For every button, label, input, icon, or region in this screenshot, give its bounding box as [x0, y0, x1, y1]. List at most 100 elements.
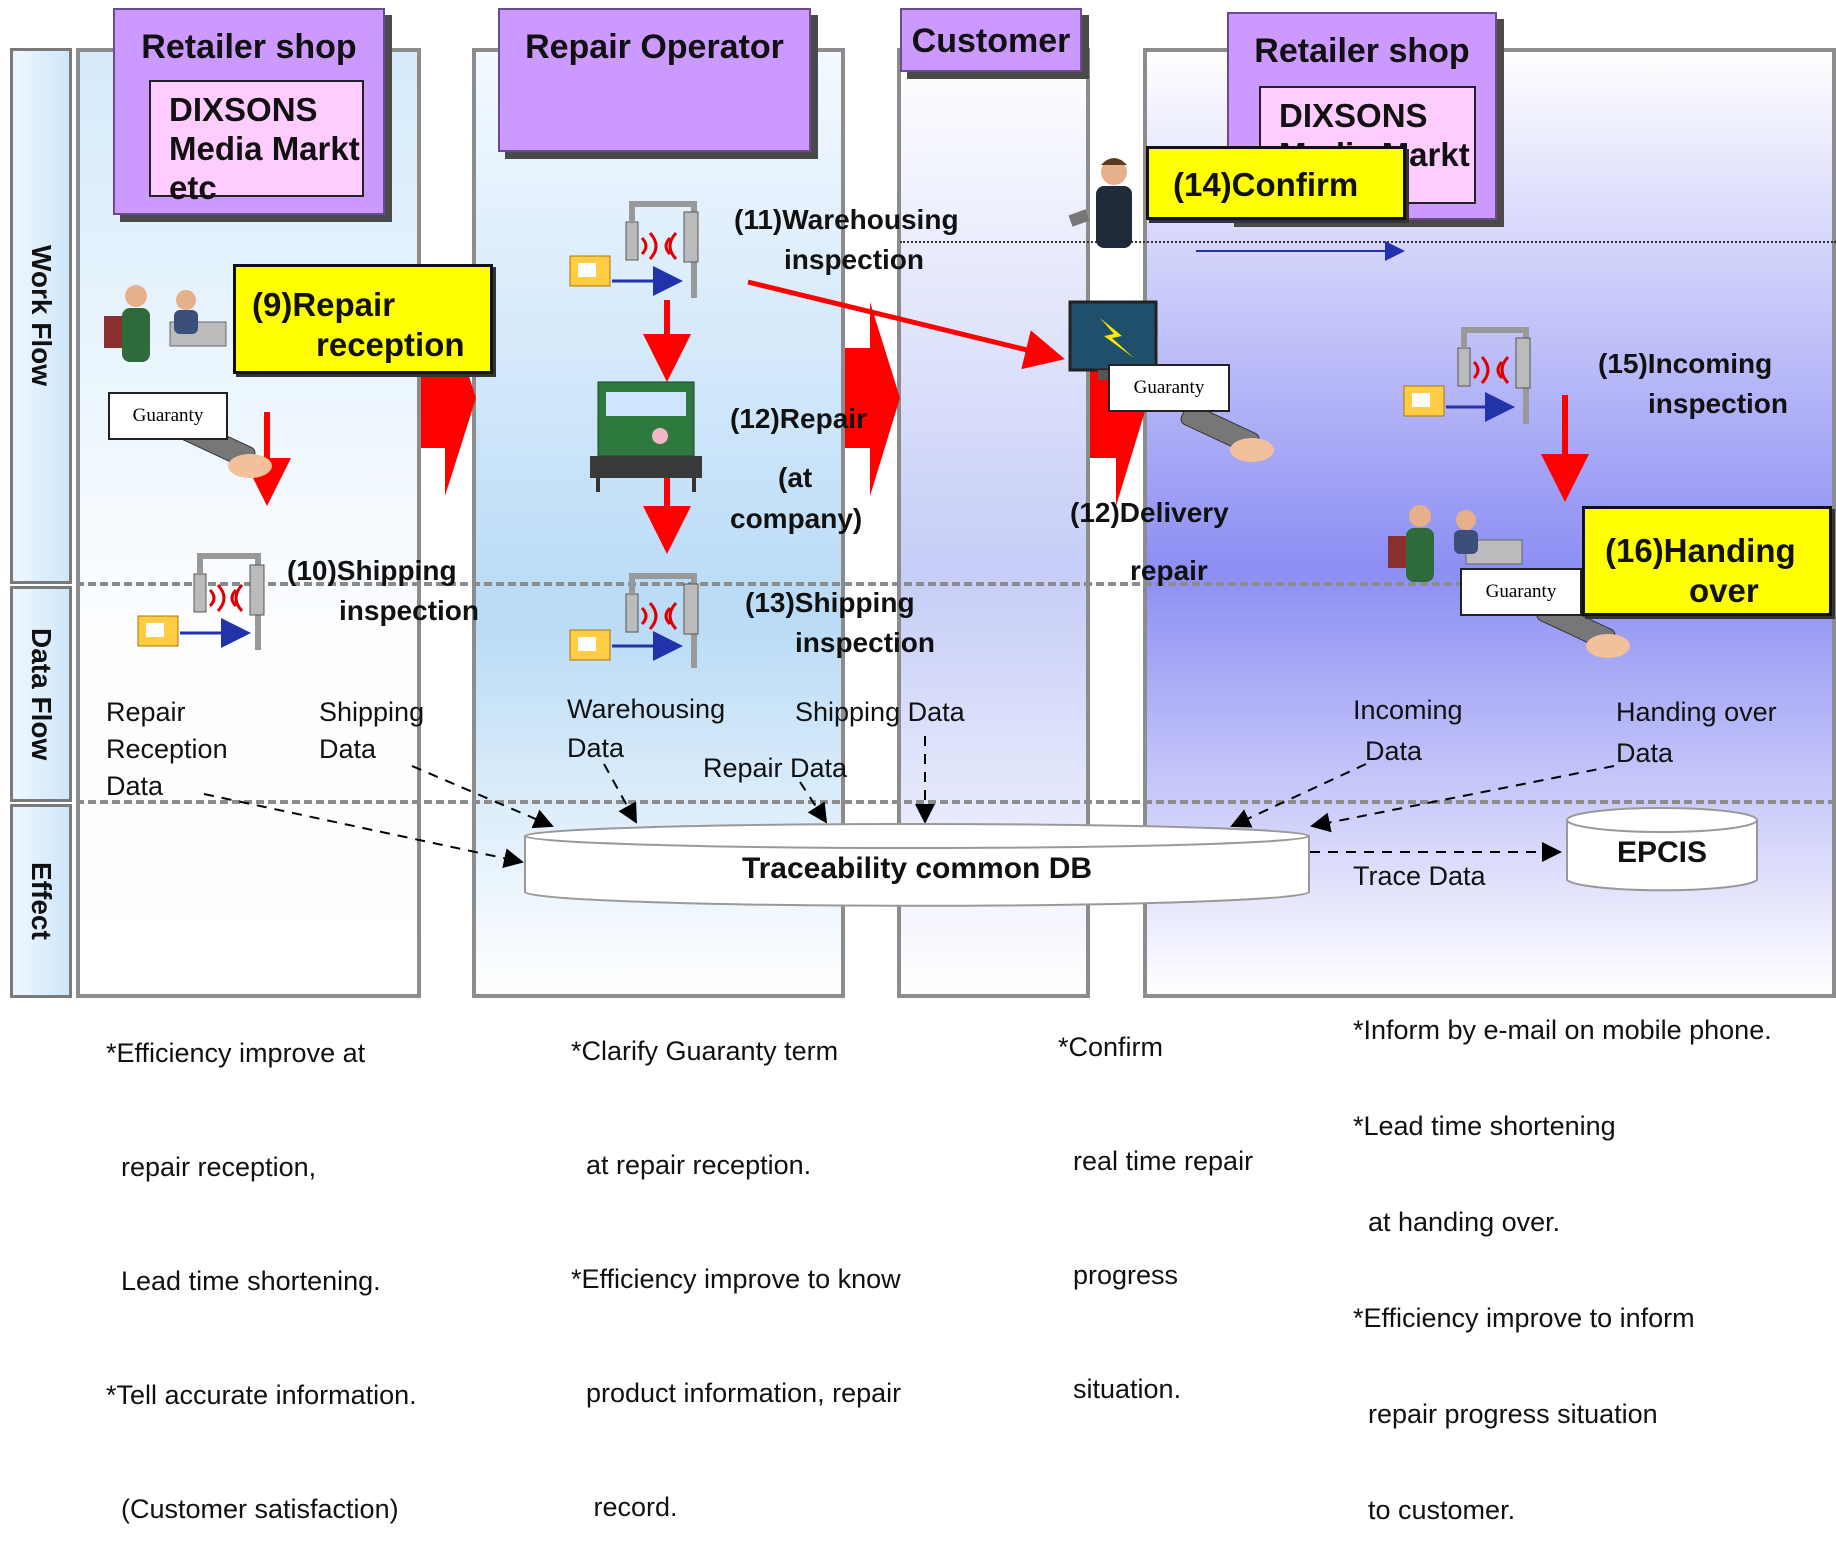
effects-customer: *Confirm real time repair progress situa… — [1058, 952, 1253, 1446]
work-flow-label: Work Flow — [26, 245, 57, 387]
header-title: Customer — [911, 22, 1071, 60]
businessman-icon — [1068, 158, 1132, 248]
effect-line: record. — [571, 1492, 678, 1522]
effect-line: repair reception, — [106, 1152, 317, 1182]
effect-line: *Efficiency improve at — [106, 1038, 366, 1068]
epcis-label: EPCIS — [1616, 836, 1708, 869]
step-title: (14)Confirm — [1173, 166, 1359, 203]
effect-line: *Efficiency improve to inform — [1353, 1303, 1695, 1333]
effects-retailer-2: *Inform by e-mail on mobile phone. *Lead… — [1353, 950, 1772, 1558]
effect-line: at handing over. — [1353, 1207, 1561, 1237]
data-label: Data — [567, 733, 625, 763]
data-flow-header: Data Flow — [10, 586, 72, 802]
effect-line: to customer. — [1353, 1495, 1516, 1525]
step-title: over — [1689, 572, 1759, 609]
step-title: (15)Incoming — [1598, 348, 1773, 379]
data-label: Data — [1365, 736, 1423, 766]
handheld-reader-icon — [1180, 403, 1274, 462]
step-title: inspection — [339, 595, 480, 626]
step-title: inspection — [795, 627, 936, 658]
epcis-cylinder — [1566, 807, 1758, 892]
data-label: Data — [1616, 738, 1674, 768]
step-10-shipping-inspection: (10)Shipping inspection — [287, 551, 479, 631]
process-arrow — [747, 279, 1065, 370]
step-title: reception — [316, 326, 465, 363]
step-title: repair — [1130, 555, 1208, 586]
step-15-incoming-inspection: (15)Incoming inspection — [1598, 344, 1788, 424]
effect-header: Effect — [10, 804, 72, 998]
effect-line: (Customer satisfaction) — [106, 1494, 399, 1524]
guaranty-card: Guaranty — [108, 392, 228, 440]
data-flow-arrows — [203, 736, 1615, 869]
separator-dataflow — [76, 800, 1836, 804]
step-title: (12)Repair — [730, 403, 867, 434]
repair-line-icon — [590, 381, 702, 492]
step-16-handing-over: (16)Handing over — [1582, 506, 1832, 616]
effect-line: *Tell accurate information. — [106, 1380, 417, 1410]
step-11-warehousing-inspection: (11)Warehousing inspection — [734, 200, 959, 280]
effect-line: repair progress situation — [1353, 1399, 1658, 1429]
data-label: Shipping — [319, 697, 425, 727]
header-repair-operator: Repair Operator — [498, 8, 811, 152]
header-title: Retailer shop — [141, 28, 357, 66]
step-title: (9)Repair — [252, 286, 396, 323]
gate-reader-icon — [137, 553, 265, 650]
retailer-name: etc — [169, 169, 217, 206]
step-14-confirm: (14)Confirm — [1146, 146, 1406, 220]
shop-counter-icon — [1388, 505, 1523, 582]
gate-reader-icon — [1403, 327, 1531, 424]
retailer-name: DIXSONS — [169, 91, 318, 128]
customer-divider — [900, 241, 1836, 243]
flow-graphics — [104, 158, 1758, 907]
data-label: Warehousing — [567, 694, 726, 724]
data-label: Repair — [106, 697, 186, 727]
db-cylinder — [524, 823, 1310, 907]
guaranty-card: Guaranty — [1108, 364, 1230, 412]
db-label: Traceability common DB — [741, 852, 1093, 885]
retailer-list-1: DIXSONS Media Markt etc — [149, 80, 364, 206]
data-label: Reception — [106, 734, 228, 764]
separator-workflow — [76, 582, 1836, 586]
effect-line: situation. — [1058, 1374, 1182, 1404]
effect-line: at repair reception. — [571, 1150, 812, 1180]
header-retailer-1: Retailer shop DIXSONS Media Markt etc — [113, 8, 385, 215]
header-customer: Customer — [900, 8, 1082, 72]
effects-retailer-1: *Efficiency improve at repair reception,… — [106, 958, 417, 1566]
data-flow-label: Data Flow — [26, 627, 57, 761]
effect-line: real time repair — [1058, 1146, 1254, 1176]
effect-line: *Clarify Guaranty term — [571, 1036, 839, 1066]
shop-counter-icon — [104, 285, 227, 362]
work-flow-header: Work Flow — [10, 48, 72, 584]
retailer-name: DIXSONS — [1279, 97, 1428, 134]
gate-reader-icon — [569, 573, 699, 668]
step-9-repair-reception: (9)Repair reception — [233, 264, 493, 374]
data-label: Data — [319, 734, 377, 764]
header-title: Repair Operator — [525, 28, 784, 66]
guaranty-card: Guaranty — [1460, 568, 1582, 616]
step-title: inspection — [784, 244, 925, 275]
step-title: (10)Shipping — [287, 555, 457, 586]
effects-repair-operator: *Clarify Guaranty term at repair recepti… — [571, 956, 901, 1564]
shipping-data-2: Shipping Data — [795, 697, 965, 727]
data-label: Data — [106, 771, 164, 801]
step-title: (16)Handing — [1605, 532, 1796, 569]
data-label: Incoming — [1353, 695, 1463, 725]
effect-label: Effect — [26, 862, 57, 940]
effect-line: *Lead time shortening — [1353, 1111, 1616, 1141]
effect-line: product information, repair — [571, 1378, 902, 1408]
header-title: Retailer shop — [1254, 32, 1470, 70]
data-label: Handing over — [1616, 697, 1777, 727]
retailer-name: Media Markt — [169, 130, 360, 167]
step-title: inspection — [1648, 388, 1789, 419]
step-title: (12)Delivery — [1070, 497, 1229, 528]
step-title: (11)Warehousing — [734, 204, 959, 235]
step-title: (at — [778, 462, 813, 493]
effect-line: Lead time shortening. — [106, 1266, 381, 1296]
gate-reader-icon — [569, 201, 699, 298]
trace-data: Trace Data — [1353, 861, 1486, 891]
